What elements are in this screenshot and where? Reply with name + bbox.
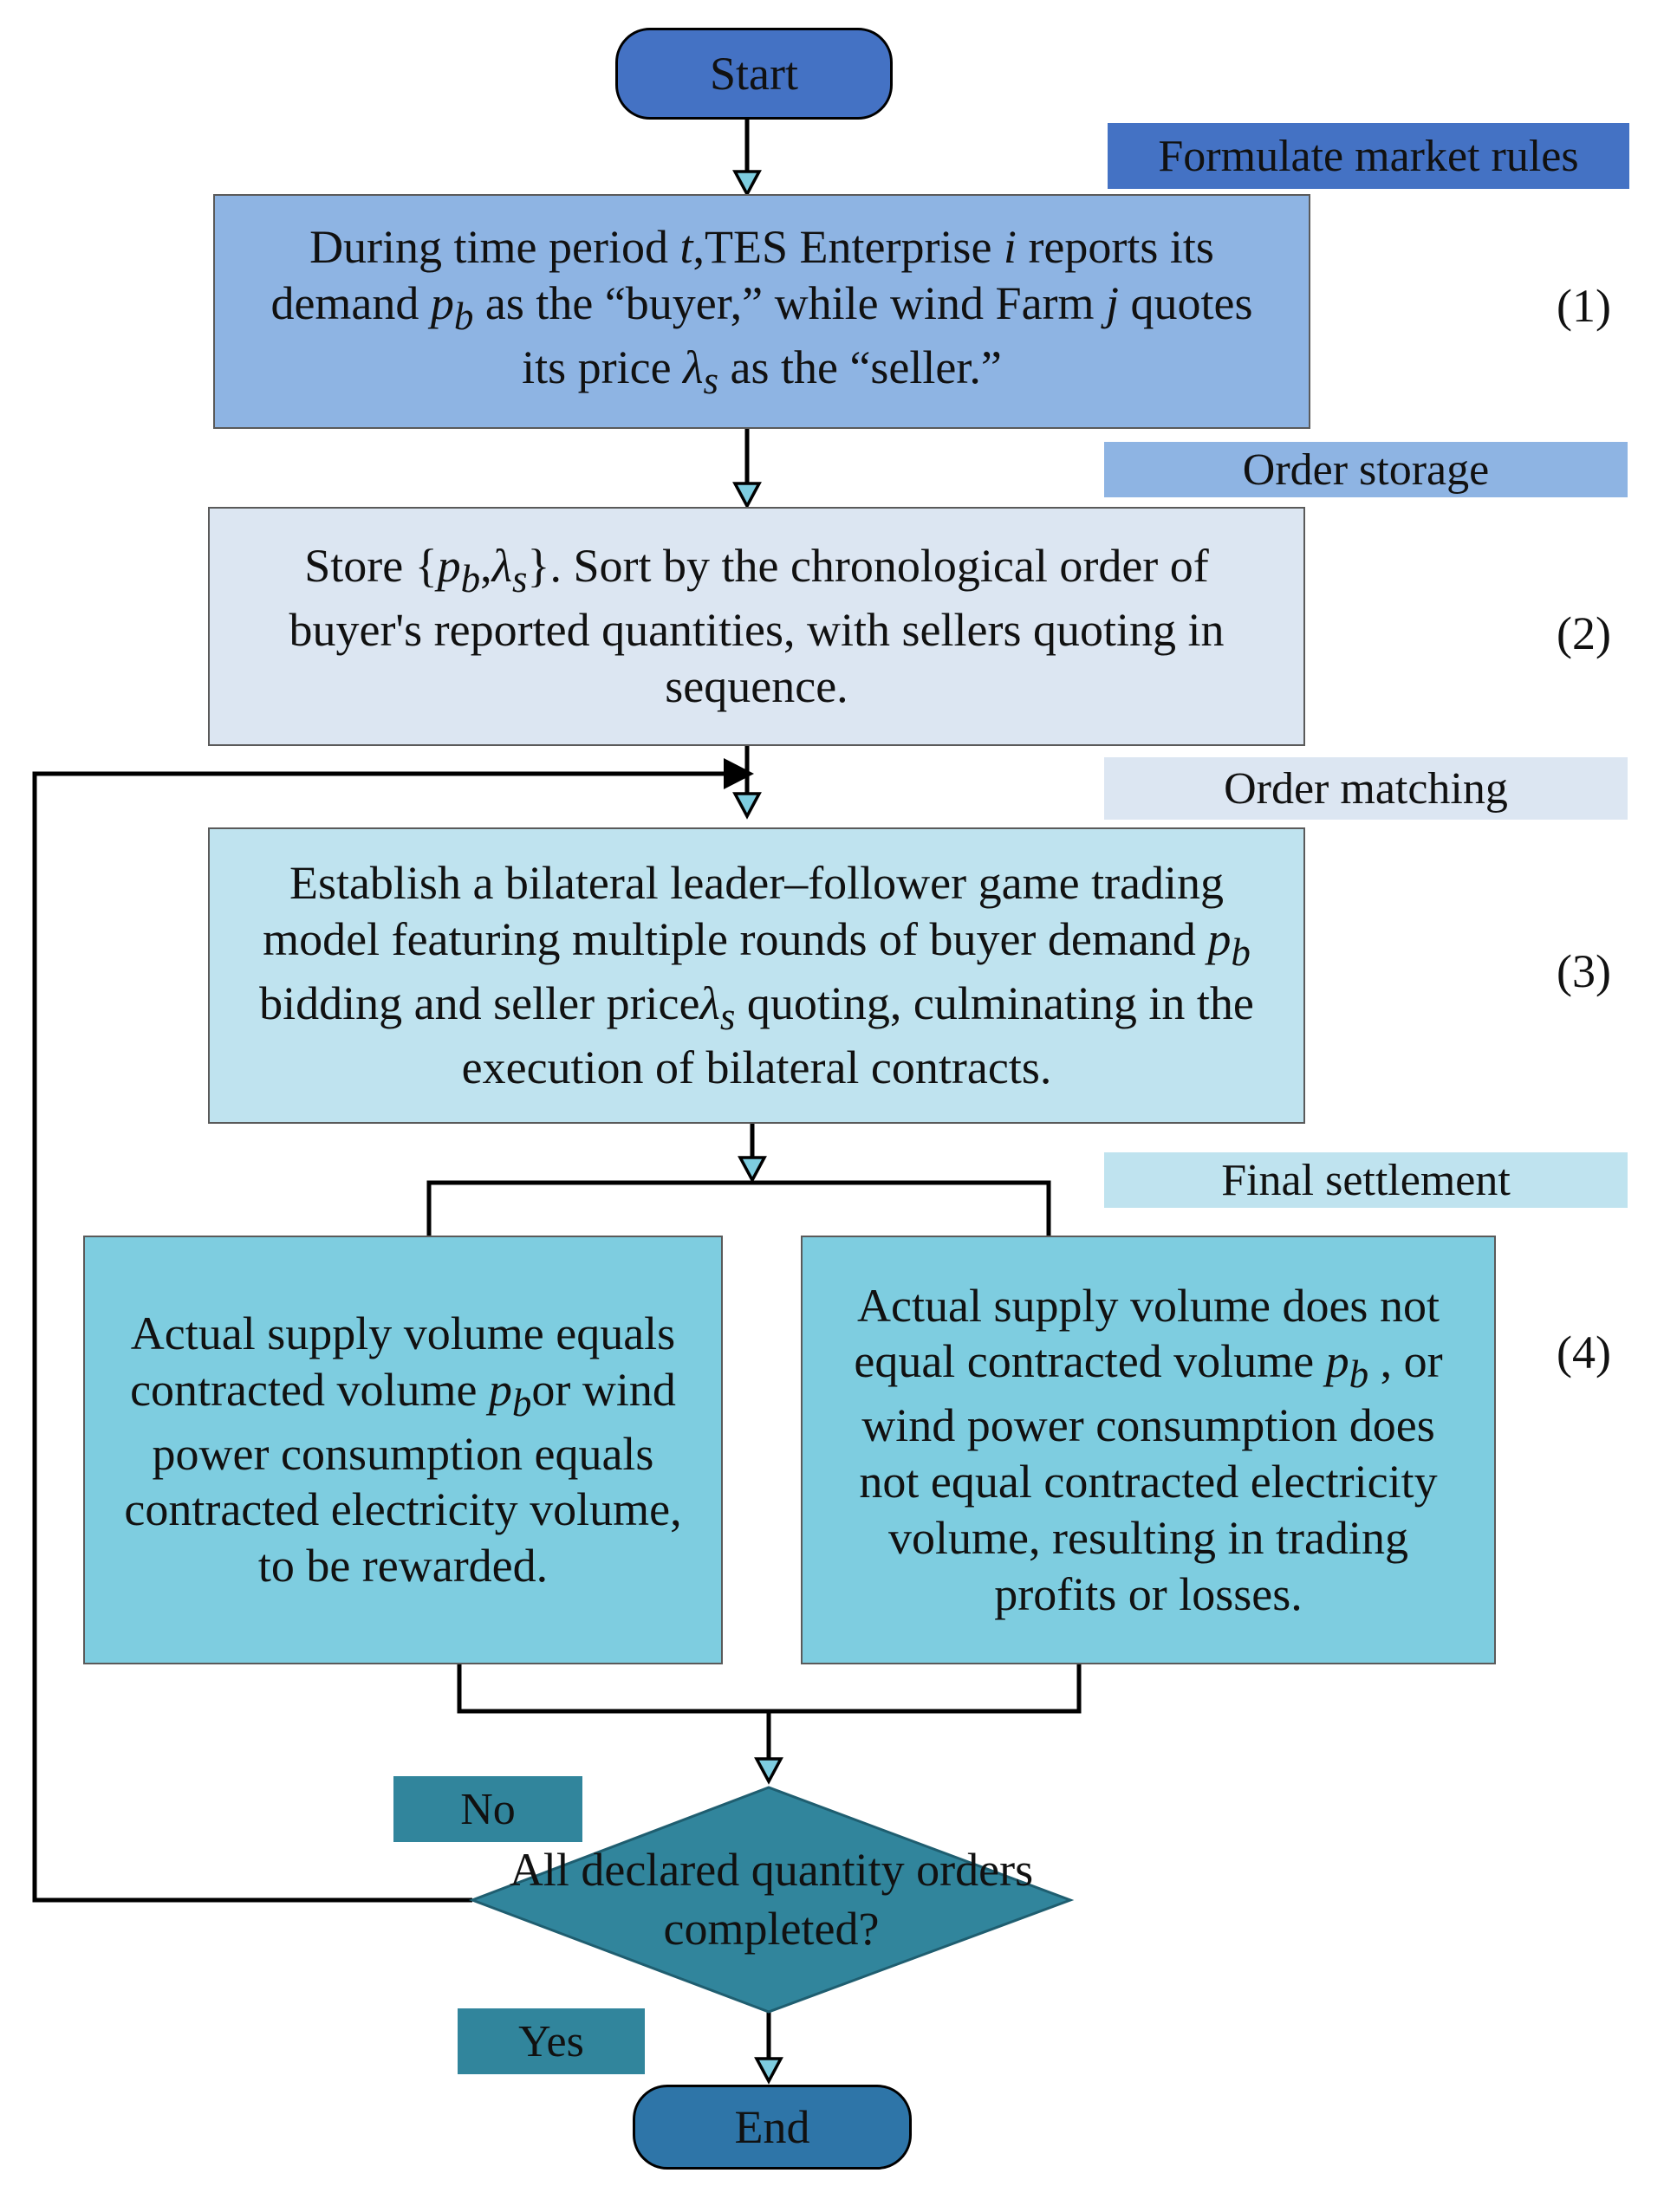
step-number-2: (2): [1557, 607, 1611, 659]
yes-label: Yes: [458, 2008, 645, 2074]
start-terminal: Start: [615, 28, 893, 120]
start-label: Start: [710, 47, 798, 100]
tag-order-matching: Order matching: [1104, 757, 1628, 820]
step4-profit-loss-box: Actual supply volume does not equal cont…: [801, 1236, 1496, 1664]
step2-storage-box: Store {pb,λs}. Sort by the chronological…: [208, 507, 1305, 746]
arrowhead-2: [732, 482, 762, 509]
step-number-1: (1): [1557, 280, 1611, 332]
decision-text: All declared quantity orders completed?: [509, 1844, 1034, 1955]
step3-game-box: Establish a bilateral leader–follower ga…: [208, 827, 1305, 1124]
step-number-4: (4): [1557, 1327, 1611, 1378]
arrowhead-5: [754, 1757, 783, 1785]
loop-arrowhead: [724, 758, 754, 789]
arrowhead-6: [754, 2057, 783, 2085]
tag-order-storage: Order storage: [1104, 442, 1628, 497]
step-number-3: (3): [1557, 945, 1611, 997]
step1-report-box: During time period t,TES Enterprise i re…: [213, 194, 1310, 429]
arrowhead-3: [732, 792, 762, 820]
arrowhead-1: [732, 170, 762, 198]
tag-final-settlement: Final settlement: [1104, 1152, 1628, 1208]
arrowhead-4: [738, 1156, 767, 1184]
no-label: No: [393, 1776, 582, 1842]
end-label: End: [734, 2100, 810, 2153]
decision-diamond: [468, 1786, 1075, 2014]
tag-formulate-rules: Formulate market rules: [1108, 123, 1629, 189]
step4-reward-box: Actual supply volume equals contracted v…: [83, 1236, 723, 1664]
end-terminal: End: [633, 2085, 912, 2170]
